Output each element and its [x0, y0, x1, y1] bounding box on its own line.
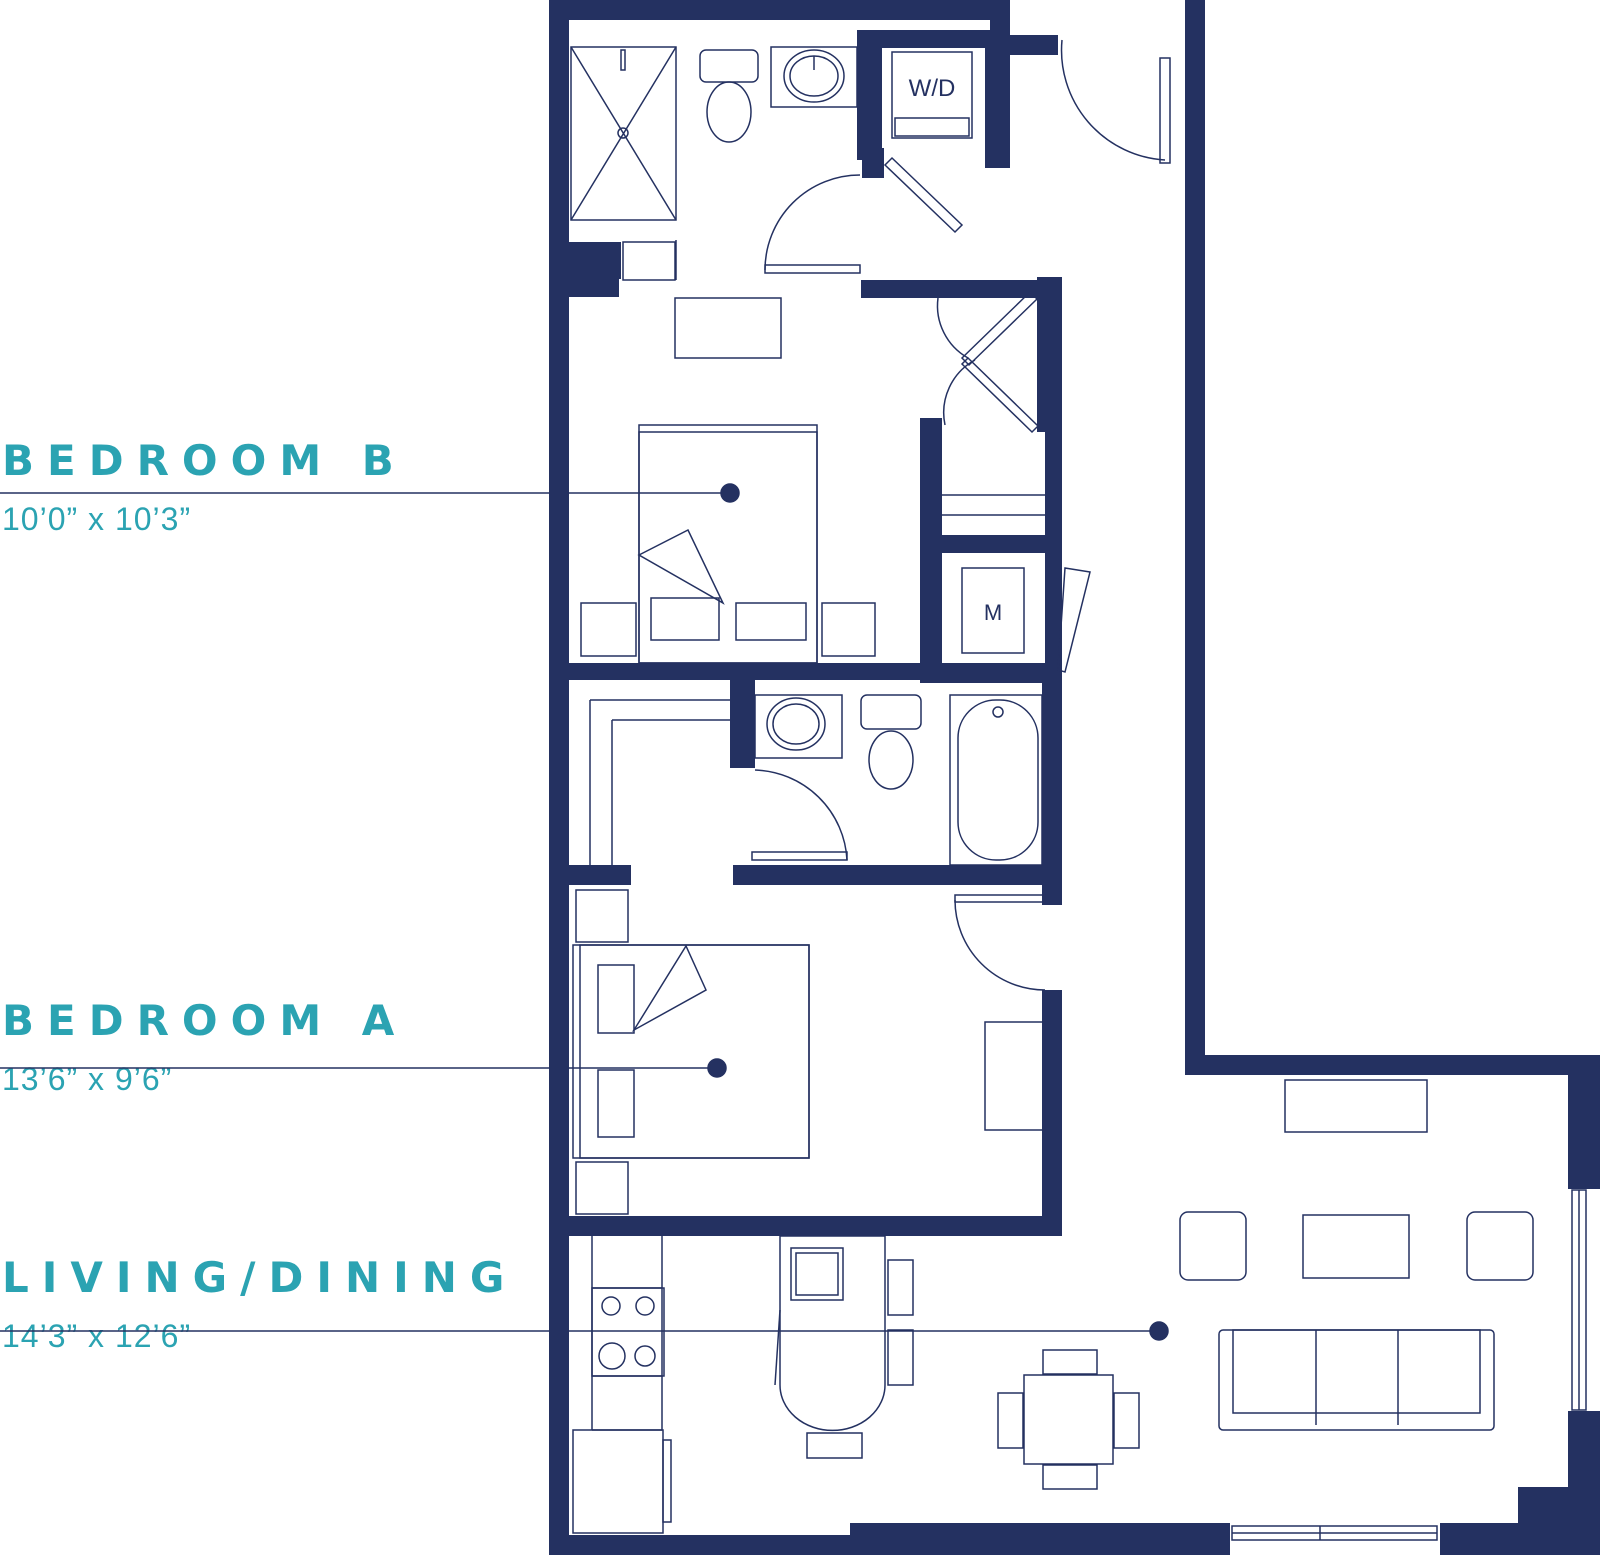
- dresser: [674, 297, 782, 359]
- door-swing-icon: [1060, 39, 1166, 161]
- bath-2-fixtures: [589, 694, 1043, 866]
- shower-icon: [570, 46, 677, 221]
- kitchen-island: [779, 1235, 886, 1432]
- bedroom-b-furniture: [580, 297, 876, 664]
- tv-console: [1284, 1079, 1428, 1133]
- leader-dot-bedroom-a: [707, 1058, 727, 1078]
- room-label-bedroom-b: BEDROOM B: [2, 440, 407, 482]
- dresser: [984, 1021, 1046, 1131]
- room-dimensions: 10’0” x 10’3”: [2, 501, 192, 537]
- leader-lines: [0, 483, 1169, 1341]
- room-label-bedroom-a: BEDROOM A: [2, 1000, 407, 1042]
- sofa-icon: [1218, 1329, 1495, 1431]
- stove-icon: [591, 1287, 665, 1377]
- toilet-icon: [860, 694, 922, 790]
- living-furniture: [1179, 1079, 1534, 1431]
- sink-icon: [770, 46, 858, 108]
- armchair: [1466, 1211, 1534, 1281]
- room-name: BEDROOM B: [2, 436, 407, 485]
- door-swing-icon: [764, 174, 861, 271]
- room-name: LIVING/DINING: [2, 1253, 518, 1302]
- room-name: BEDROOM A: [2, 996, 408, 1045]
- nightstand: [575, 889, 629, 943]
- coffee-table: [1302, 1214, 1410, 1279]
- room-dims-bedroom-b: 10’0” x 10’3”: [2, 503, 191, 535]
- leader-dot-bedroom-b: [720, 483, 740, 503]
- kitchen: [572, 1235, 914, 1534]
- bedroom-a-furniture: [572, 889, 1046, 1215]
- washer-dryer-label: W/D: [909, 75, 956, 102]
- door-swing-icon: [954, 899, 1046, 991]
- refrigerator: [572, 1429, 664, 1534]
- sink-icon: [754, 694, 843, 759]
- sink-icon: [790, 1247, 844, 1301]
- mechanical-label: M: [984, 600, 1002, 625]
- nightstand: [821, 602, 876, 657]
- armchair: [1179, 1211, 1247, 1281]
- bed-icon: [572, 944, 810, 1159]
- room-dims-living-dining: 14’3” x 12’6”: [2, 1320, 191, 1352]
- bath-1-fixtures: [570, 46, 858, 281]
- stool: [806, 1432, 863, 1459]
- stool: [887, 1329, 914, 1386]
- door-swing-icon: [754, 769, 848, 861]
- door-swing-icon: [936, 297, 969, 359]
- toilet-icon: [699, 49, 759, 143]
- room-dimensions: 14’3” x 12’6”: [2, 1318, 192, 1354]
- leader-dot-living-dining: [1149, 1321, 1169, 1341]
- washer-dryer: W/D: [891, 51, 973, 139]
- room-label-living-dining: LIVING/DINING: [2, 1257, 517, 1299]
- nightstand: [580, 602, 637, 657]
- doors: [751, 39, 1587, 1541]
- nightstand: [575, 1161, 629, 1215]
- bathtub-icon: [949, 694, 1043, 866]
- dining-table-icon: [997, 1349, 1140, 1490]
- stool: [887, 1259, 914, 1316]
- bed-icon: [637, 424, 818, 664]
- walls: [549, 0, 1600, 1555]
- mechanical-closet: M: [961, 567, 1025, 654]
- door-swing-icon: [942, 359, 976, 426]
